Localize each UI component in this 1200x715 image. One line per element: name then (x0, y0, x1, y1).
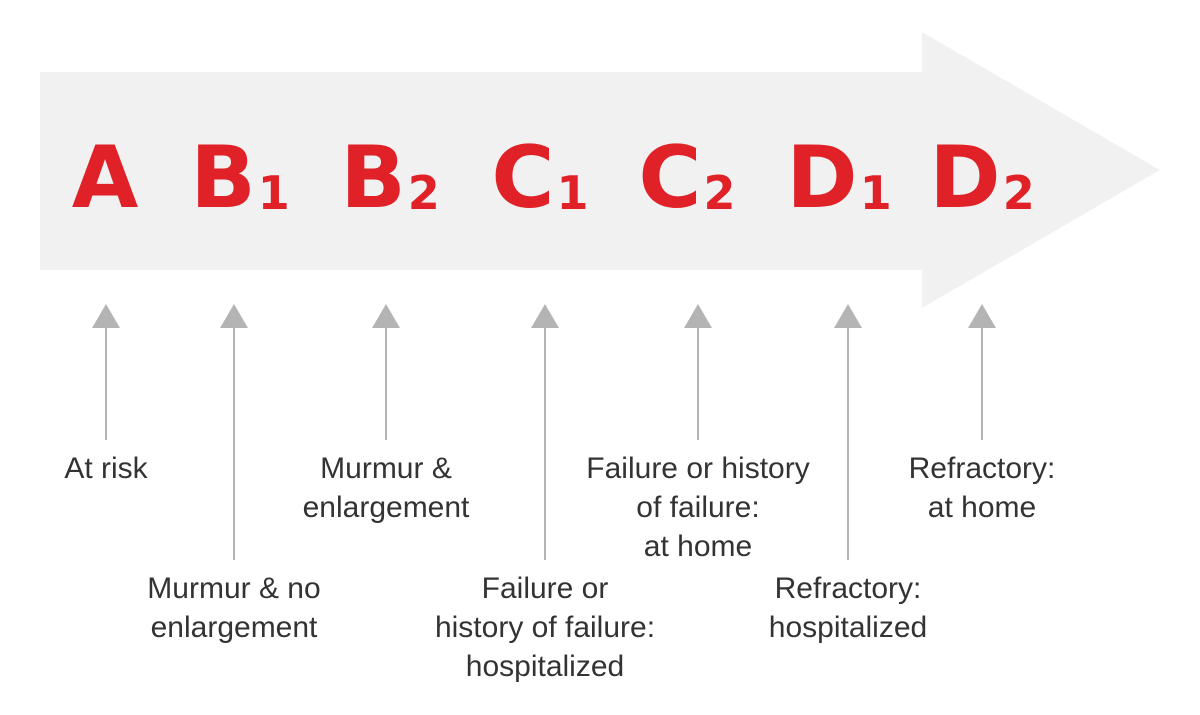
stage-b2-description: Murmur & enlargement (302, 452, 470, 524)
pointer-arrow-b1 (220, 304, 248, 560)
stage-d2-label: D2 (902, 128, 1062, 228)
stage-a-label: A (26, 128, 186, 228)
stage-letter: C (638, 128, 702, 228)
stage-subscript: 1 (556, 166, 589, 220)
stage-b2-label: B2 (310, 128, 470, 228)
pointer-arrow-a (92, 304, 120, 440)
stage-b1-description: Murmur & no enlargement (147, 572, 321, 644)
pointer-arrow-c2 (684, 304, 712, 440)
stage-a-description: At risk (64, 452, 148, 485)
stage-b1-label: B1 (160, 128, 320, 228)
pointer-arrow-b2 (372, 304, 400, 440)
stage-c1-description: Failure or history of failure: hospitali… (434, 572, 656, 683)
stage-d1-label: D1 (759, 128, 919, 228)
stage-c2-label: C2 (607, 128, 767, 228)
pointer-arrow-c1 (531, 304, 559, 560)
stage-letter: C (491, 128, 555, 228)
stage-d2-description: Refractory: at home (908, 452, 1056, 524)
stage-subscript: 1 (859, 166, 892, 220)
stage-subscript: 2 (1002, 166, 1035, 220)
progression-arrow (40, 32, 1160, 308)
stage-c2-description: Failure or history of failure: at home (586, 452, 810, 563)
stage-letter: B (190, 128, 256, 228)
stage-letter: B (340, 128, 406, 228)
stage-c1-label: C1 (460, 128, 620, 228)
stage-letter: D (786, 128, 858, 228)
stage-d1-description: Refractory: hospitalized (768, 572, 928, 644)
stage-subscript: 1 (257, 166, 290, 220)
pointer-arrow-d1 (834, 304, 862, 560)
stage-subscript: 2 (703, 166, 736, 220)
stage-subscript: 2 (407, 166, 440, 220)
pointer-arrow-d2 (968, 304, 996, 440)
stage-letter: D (929, 128, 1001, 228)
stage-letter: A (71, 128, 139, 228)
